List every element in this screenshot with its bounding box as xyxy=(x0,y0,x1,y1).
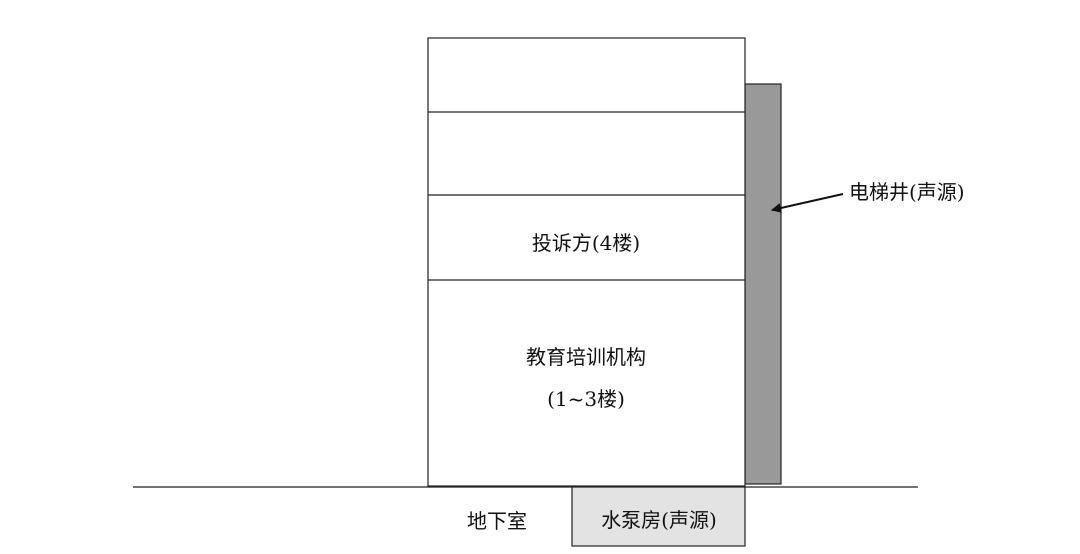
pump-room-box xyxy=(571,486,746,547)
elevator-shaft xyxy=(744,83,782,485)
pump-room-label: 水泵房(声源) xyxy=(601,508,717,532)
complainant-label: 投诉方(4楼) xyxy=(532,231,640,255)
training-floors-label: (1~3楼) xyxy=(547,387,625,411)
basement-label: 地下室 xyxy=(467,509,527,533)
training-institution-label: 教育培训机构 xyxy=(526,345,646,369)
elevator-shaft-label: 电梯井(声源) xyxy=(849,180,965,204)
elevator-arrow xyxy=(771,193,844,213)
building-outline xyxy=(427,37,746,487)
